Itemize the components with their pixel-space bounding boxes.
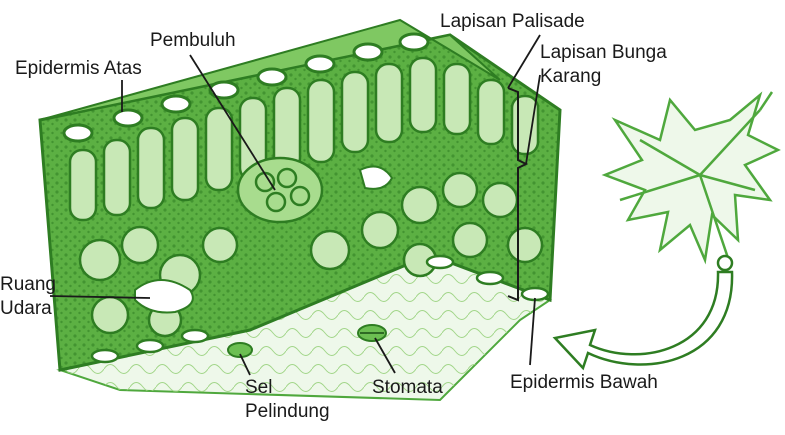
vascular-bundle bbox=[238, 158, 322, 222]
label-lapisan-bunga-karang-2: Karang bbox=[540, 66, 601, 87]
leaf-illustration bbox=[605, 92, 778, 260]
label-lapisan-bunga-karang-1: Lapisan Bunga bbox=[540, 42, 667, 63]
label-ruang-udara-1: Ruang bbox=[0, 274, 56, 295]
label-sel-pelindung-1: Sel bbox=[245, 377, 272, 398]
label-stomata: Stomata bbox=[372, 377, 443, 398]
label-sel-pelindung-2: Pelindung bbox=[245, 401, 330, 422]
curved-arrow bbox=[555, 272, 732, 368]
label-epidermis-atas: Epidermis Atas bbox=[15, 58, 142, 79]
label-ruang-udara-2: Udara bbox=[0, 298, 52, 319]
label-epidermis-bawah: Epidermis Bawah bbox=[510, 372, 658, 393]
stomata-opening bbox=[358, 325, 386, 341]
magnify-circle bbox=[718, 256, 732, 270]
label-lapisan-palisade: Lapisan Palisade bbox=[440, 11, 585, 32]
label-pembuluh: Pembuluh bbox=[150, 30, 236, 51]
